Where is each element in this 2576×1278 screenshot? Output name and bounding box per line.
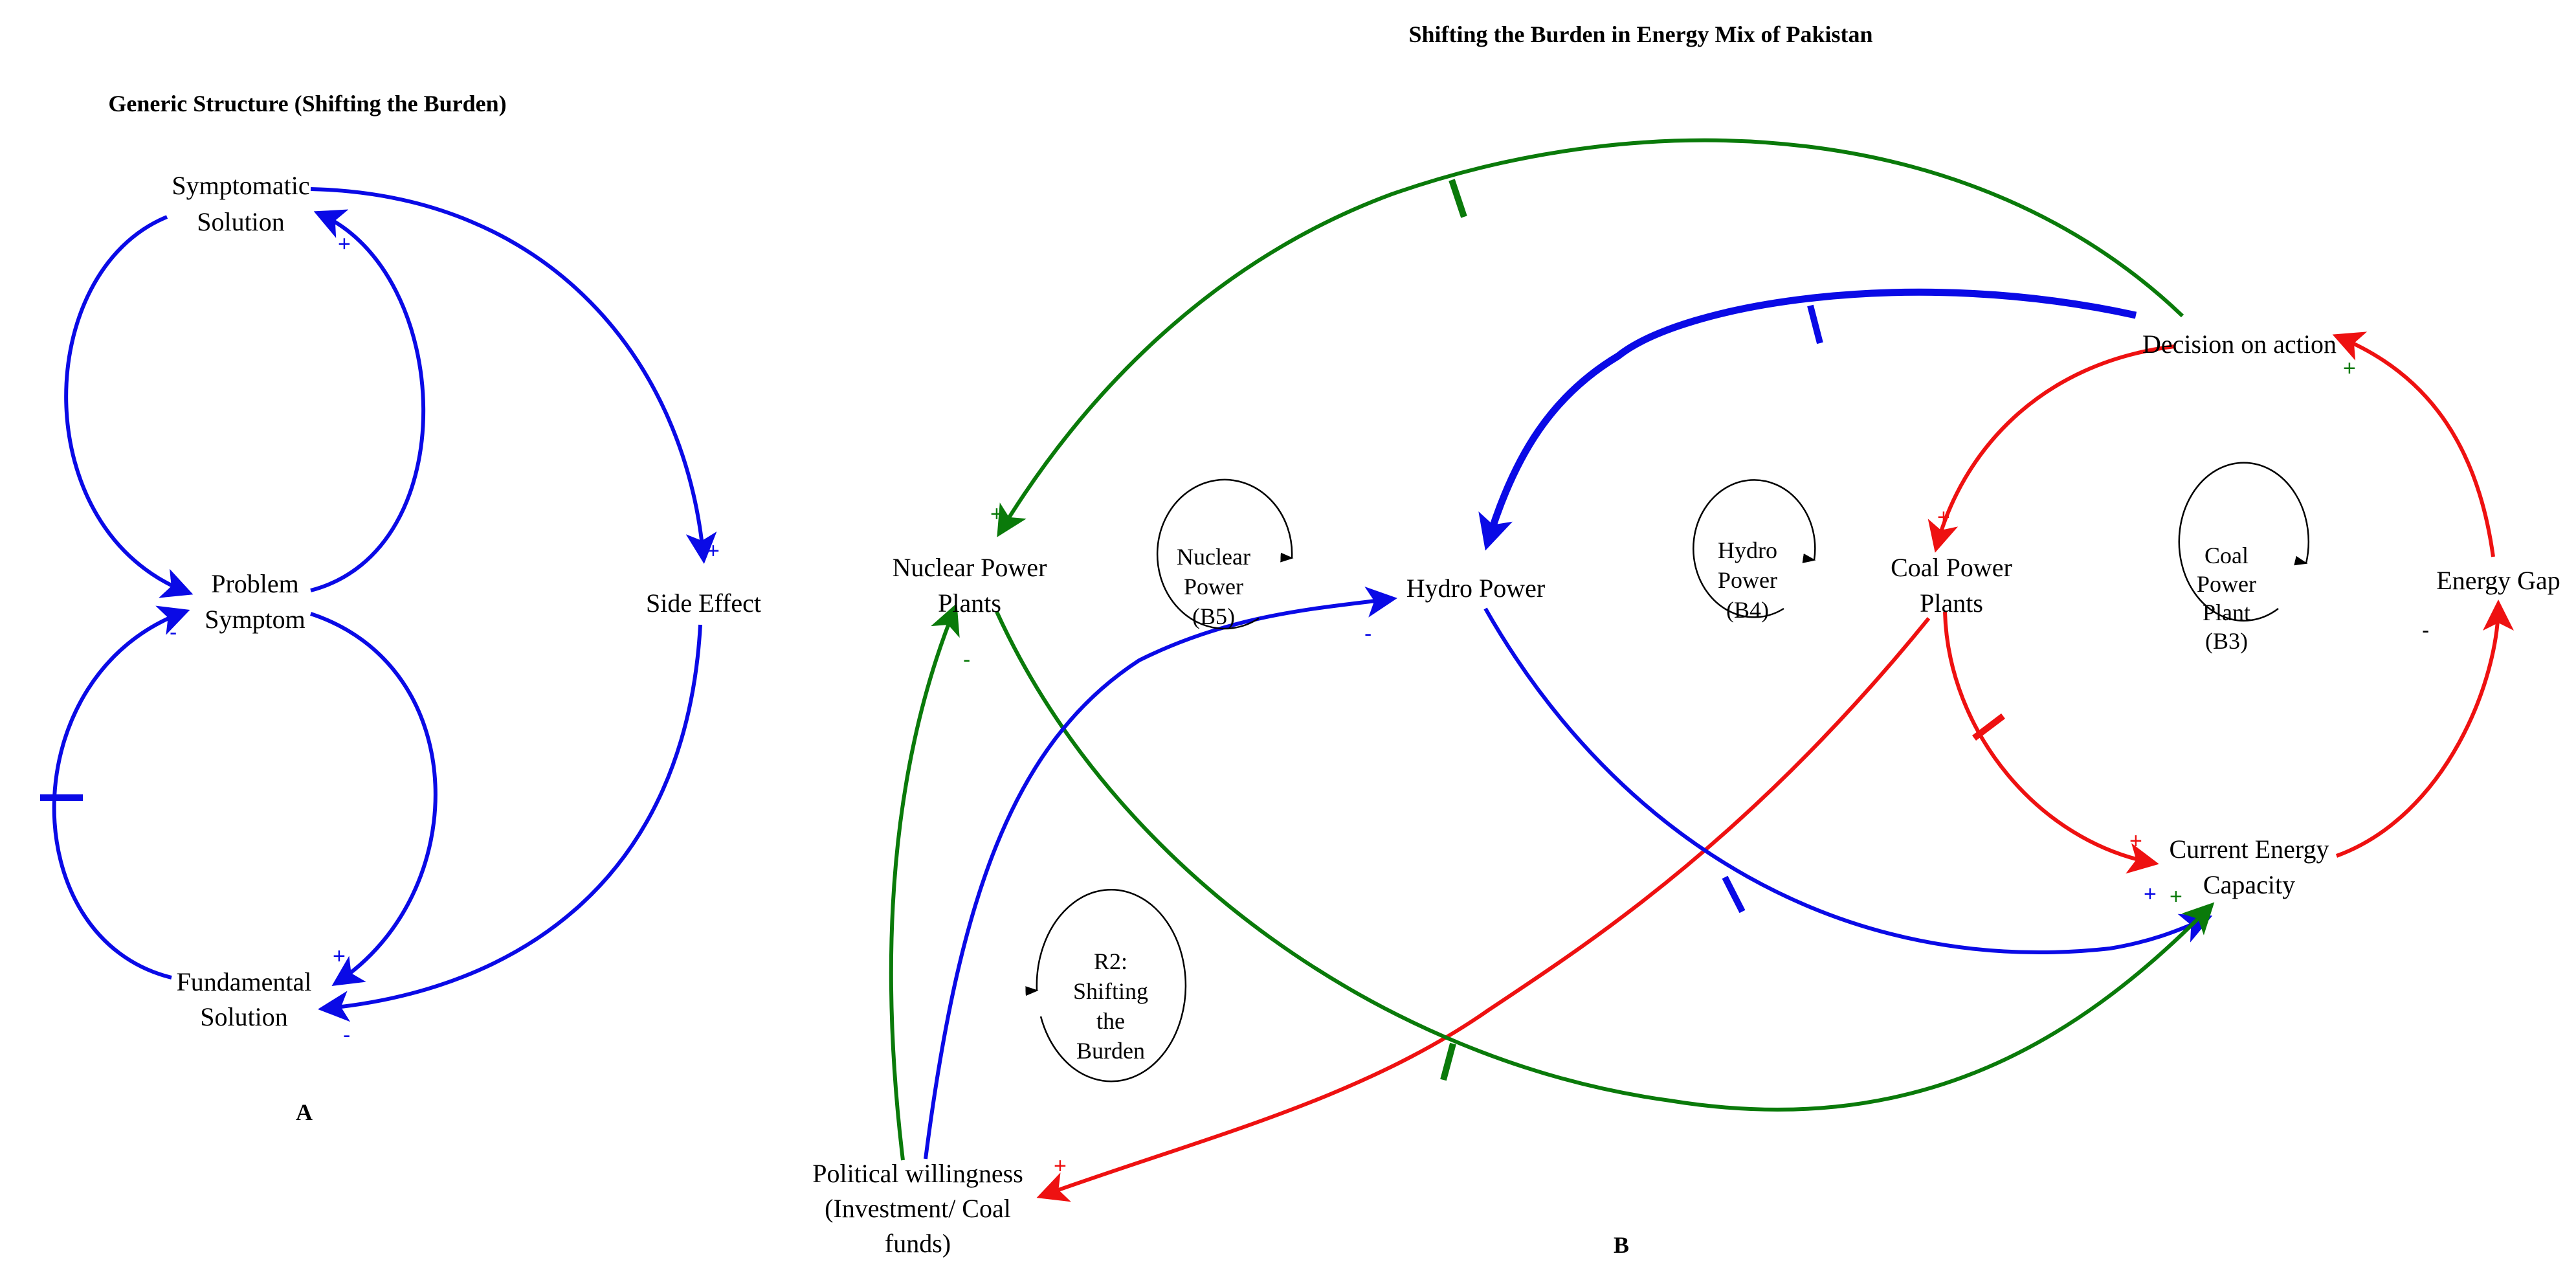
loop-nuclear-power: Nuclear Power (B5) — [1156, 478, 1294, 630]
svg-text:Plants: Plants — [1920, 589, 1983, 618]
polarity-decision-in: + — [2343, 356, 2356, 381]
svg-text:Power: Power — [2197, 571, 2256, 597]
edge-problem-to-symptomatic — [310, 209, 426, 592]
svg-text:the: the — [1096, 1008, 1125, 1034]
polarity-current-in-red: + — [2129, 829, 2142, 853]
svg-text:Plant: Plant — [2203, 600, 2250, 625]
polarity-current-in-blue: + — [2144, 882, 2157, 906]
panel-a-polarities: + + - - + - — [170, 232, 720, 1048]
svg-text:Hydro: Hydro — [1718, 537, 1777, 563]
node-energy-gap: Energy Gap — [2436, 566, 2560, 595]
svg-text:(Investment/ Coal: (Investment/ Coal — [825, 1194, 1011, 1223]
edge-nuclear-to-current — [995, 611, 2215, 1112]
edge-decision-to-hydro — [1478, 288, 2137, 551]
edge-coal-to-political — [1036, 617, 1931, 1202]
polarity-nuclear-in: + — [990, 502, 1003, 526]
svg-text:Nuclear Power: Nuclear Power — [893, 553, 1047, 582]
node-decision-on-action: Decision on action — [2142, 330, 2337, 359]
svg-text:Shifting: Shifting — [1073, 978, 1148, 1004]
loop-hydro-power: Hydro Power (B4) — [1693, 479, 1816, 623]
node-current-energy-capacity: Current Energy Capacity — [2170, 835, 2329, 899]
svg-text:Capacity: Capacity — [2203, 870, 2295, 899]
panel-b-label: B — [1614, 1232, 1629, 1258]
delay-nuclear-to-current — [1440, 1042, 1456, 1081]
edge-decision-to-coal — [1927, 344, 2175, 553]
node-hydro-power: Hydro Power — [1406, 574, 1545, 603]
edge-decision-to-nuclear — [997, 138, 2184, 537]
svg-text:Fundamental: Fundamental — [177, 967, 312, 996]
svg-text:(B4): (B4) — [1726, 597, 1769, 623]
polarity-problem-in-top: - — [170, 565, 177, 589]
polarity-symptomatic-in: + — [338, 232, 351, 256]
svg-text:Nuclear: Nuclear — [1177, 544, 1250, 570]
svg-text:Symptom: Symptom — [205, 605, 305, 634]
delay-decision-to-hydro — [1807, 304, 1823, 344]
panel-a-label: A — [296, 1099, 313, 1125]
edge-coal-to-current — [1943, 611, 2159, 874]
node-side-effect: Side Effect — [646, 589, 761, 618]
edge-gap-to-decision — [2332, 331, 2495, 557]
node-political-willingness: Political willingness (Investment/ Coal … — [812, 1159, 1023, 1258]
edge-political-to-hydro — [924, 587, 1397, 1160]
edge-political-to-nuclear — [889, 603, 960, 1161]
svg-text:Power: Power — [1718, 567, 1777, 593]
svg-text:Political willingness: Political willingness — [812, 1159, 1023, 1188]
polarity-hydro-in: + — [1487, 518, 1500, 543]
svg-text:Solution: Solution — [200, 1002, 288, 1031]
node-problem-symptom: Problem Symptom — [205, 569, 305, 634]
svg-text:Symptomatic: Symptomatic — [172, 171, 309, 200]
edge-hydro-to-current — [1483, 607, 2213, 954]
node-nuclear-power-plants: Nuclear Power Plants — [893, 553, 1047, 618]
panel-a-edges — [40, 187, 717, 1022]
edge-fundamental-to-problem — [52, 605, 190, 980]
panel-a-title: Generic Structure (Shifting the Burden) — [108, 91, 506, 117]
node-coal-power-plants: Coal Power Plants — [1891, 553, 2012, 618]
loop-r2-shifting-the-burden: R2: Shifting the Burden — [1025, 888, 1187, 1082]
polarity-current-in-green: + — [2170, 884, 2182, 909]
polarity-political-in: + — [1054, 1154, 1067, 1178]
polarity-side-effect-in: + — [707, 539, 720, 563]
svg-text:funds): funds) — [885, 1229, 951, 1258]
node-symptomatic-solution: Symptomatic Solution — [172, 171, 309, 236]
node-fundamental-solution: Fundamental Solution — [177, 967, 312, 1031]
svg-text:(B5): (B5) — [1192, 603, 1235, 629]
svg-text:R2:: R2: — [1094, 948, 1127, 974]
svg-text:Burden: Burden — [1076, 1038, 1145, 1064]
svg-text:Problem: Problem — [211, 569, 299, 598]
delay-hydro-to-current — [1722, 875, 1746, 914]
delay-decision-to-nuclear — [1449, 179, 1467, 218]
polarity-gap-in: - — [2422, 618, 2429, 643]
edge-current-to-gap — [2335, 600, 2514, 858]
svg-text:Coal Power: Coal Power — [1891, 553, 2012, 582]
loop-coal-power-plant: Coal Power Plant (B3) — [2178, 462, 2310, 654]
panel-b-title: Shifting the Burden in Energy Mix of Pak… — [1408, 21, 1872, 47]
polarity-fundamental-in-minus: - — [343, 1023, 350, 1048]
panel-b-edges — [889, 138, 2514, 1202]
edge-side-effect-to-fundamental — [318, 624, 702, 1022]
edge-symptomatic-to-side-effect — [310, 187, 717, 564]
edge-symptomatic-to-problem — [64, 215, 194, 598]
svg-text:Solution: Solution — [197, 207, 285, 236]
svg-text:(B3): (B3) — [2205, 628, 2248, 654]
polarity-nuclear-out: - — [963, 647, 970, 672]
polarity-problem-in-bottom: - — [170, 620, 177, 645]
svg-text:Coal: Coal — [2204, 543, 2248, 568]
svg-text:Power: Power — [1184, 574, 1243, 600]
edge-problem-to-fundamental — [310, 612, 438, 986]
panel-b-polarities: + - + - + + - + + + + — [963, 356, 2429, 1178]
svg-text:Current Energy: Current Energy — [2170, 835, 2329, 864]
polarity-fundamental-in-plus: + — [333, 944, 346, 969]
svg-text:Plants: Plants — [938, 589, 1001, 618]
polarity-coal-in: + — [1937, 505, 1950, 530]
delay-coal-to-current — [1971, 713, 2006, 741]
polarity-hydro-in-minus: - — [1364, 622, 1371, 646]
